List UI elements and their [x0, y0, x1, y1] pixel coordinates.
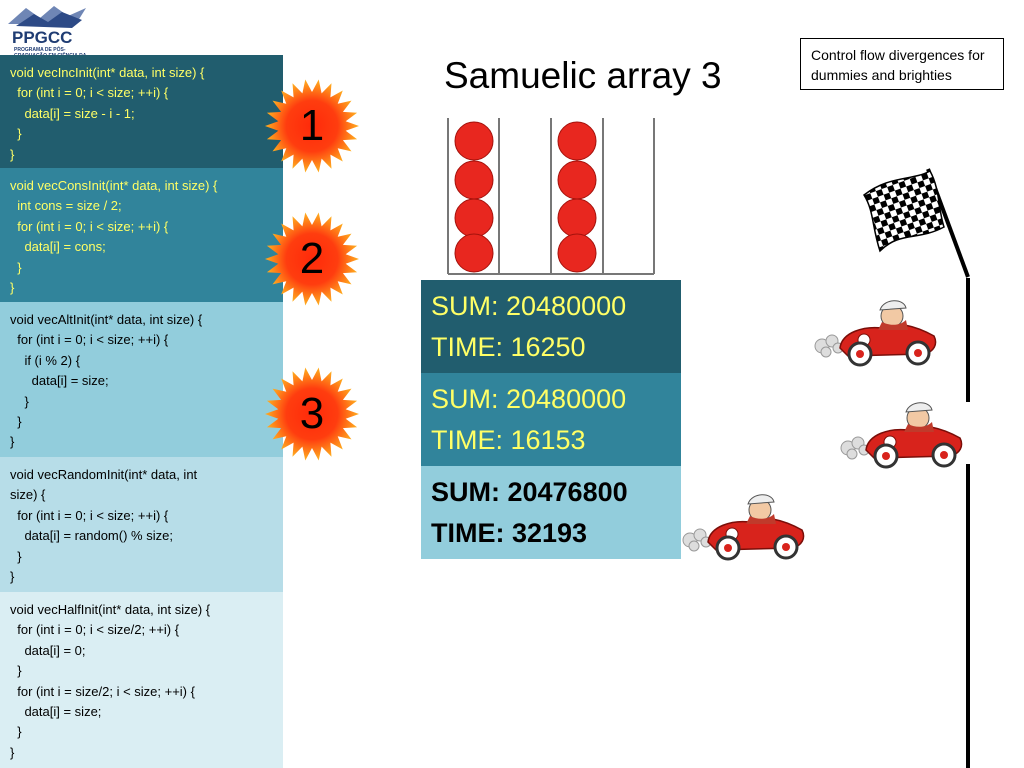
code-block-alt: void vecAltInit(int* data, int size) { f…: [0, 302, 283, 457]
race-car-icon: [840, 402, 963, 469]
result-sum: SUM: 20480000: [431, 291, 627, 321]
badge-number: 1: [299, 101, 325, 150]
result-time: TIME: 32193: [431, 518, 588, 548]
checkered-flag-icon: [863, 168, 970, 278]
race-car-icon: [814, 300, 937, 367]
code-block-cons: void vecConsInit(int* data, int size) { …: [0, 168, 283, 302]
badge-number: 3: [299, 389, 325, 438]
result-box-3: SUM: 20476800 TIME: 32193: [421, 466, 681, 559]
starburst-icon: [265, 79, 359, 173]
code-block-random: void vecRandomInit(int* data, int size) …: [0, 457, 283, 592]
starburst-icon: [265, 367, 359, 461]
starburst-icon: [265, 212, 359, 306]
badge-1: 1: [264, 78, 360, 174]
race-car-icon: [682, 494, 805, 561]
badge-2: 2: [264, 211, 360, 307]
finish-line-pole-bottom: [966, 464, 970, 768]
code-block-half: void vecHalfInit(int* data, int size) { …: [0, 592, 283, 768]
result-time: TIME: 16153: [431, 425, 586, 455]
result-sum: SUM: 20476800: [431, 477, 628, 507]
bead-array-illustration: [447, 118, 655, 275]
result-sum: SUM: 20480000: [431, 384, 627, 414]
result-box-2: SUM: 20480000 TIME: 16153: [421, 373, 681, 466]
result-box-1: SUM: 20480000 TIME: 16250: [421, 280, 681, 373]
finish-line-pole-top: [966, 278, 970, 402]
note-box: Control flow divergences for dummies and…: [800, 38, 1004, 90]
result-time: TIME: 16250: [431, 332, 586, 362]
slide-title: Samuelic array 3: [444, 55, 722, 96]
ppgcc-logo-icon: PPGCC PROGRAMA DE PÓS-GRADUAÇÃO EM CIÊNC…: [6, 4, 90, 65]
logo-text: PPGCC: [12, 28, 73, 47]
badge-3: 3: [264, 366, 360, 462]
badge-number: 2: [299, 234, 325, 283]
code-block-inc: void vecIncInit(int* data, int size) { f…: [0, 55, 283, 168]
